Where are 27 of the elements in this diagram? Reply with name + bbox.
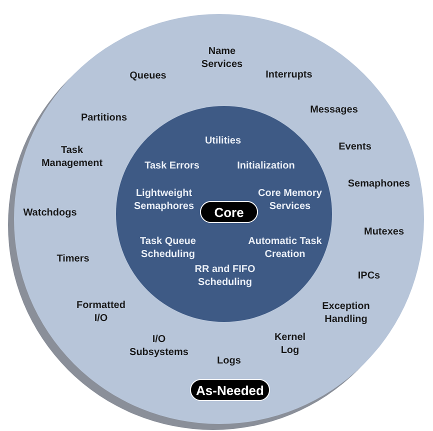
feature-label: Logs (216, 354, 242, 368)
feature-label: Events (338, 140, 372, 154)
feature-label: Utilities (204, 134, 242, 148)
feature-label: Core Memory Services (257, 187, 323, 213)
feature-label: Partitions (80, 112, 128, 124)
feature-label: Initialization (236, 160, 296, 172)
feature-label: Messages (309, 104, 359, 116)
feature-label: Task Management (40, 144, 104, 170)
feature-label: Semaphones (346, 178, 412, 190)
feature-label: Exception Handling (321, 300, 371, 326)
feature-label: Task Queue Scheduling (139, 235, 197, 261)
feature-label: Formatted I/O (76, 299, 126, 325)
label-pill: Core (200, 201, 258, 223)
label-pill: As-Needed (190, 379, 270, 401)
feature-label: Timers (56, 252, 90, 266)
feature-label: Mutexes (362, 226, 405, 238)
feature-label: Automatic Task Creation (247, 235, 323, 261)
feature-label: Task Errors (144, 160, 200, 172)
feature-label: IPCs (356, 270, 382, 282)
feature-label: Kernel Log (273, 331, 307, 357)
feature-label: Queues (128, 70, 168, 82)
feature-label: I/O Subsystems (128, 333, 190, 359)
feature-label: RR and FIFO Scheduling (194, 263, 256, 289)
feature-label: Name Services (200, 45, 244, 71)
feature-label: Interrupts (264, 68, 314, 82)
feature-label: Watchdogs (22, 206, 78, 220)
feature-label: Lightweight Semaphores (132, 187, 196, 213)
